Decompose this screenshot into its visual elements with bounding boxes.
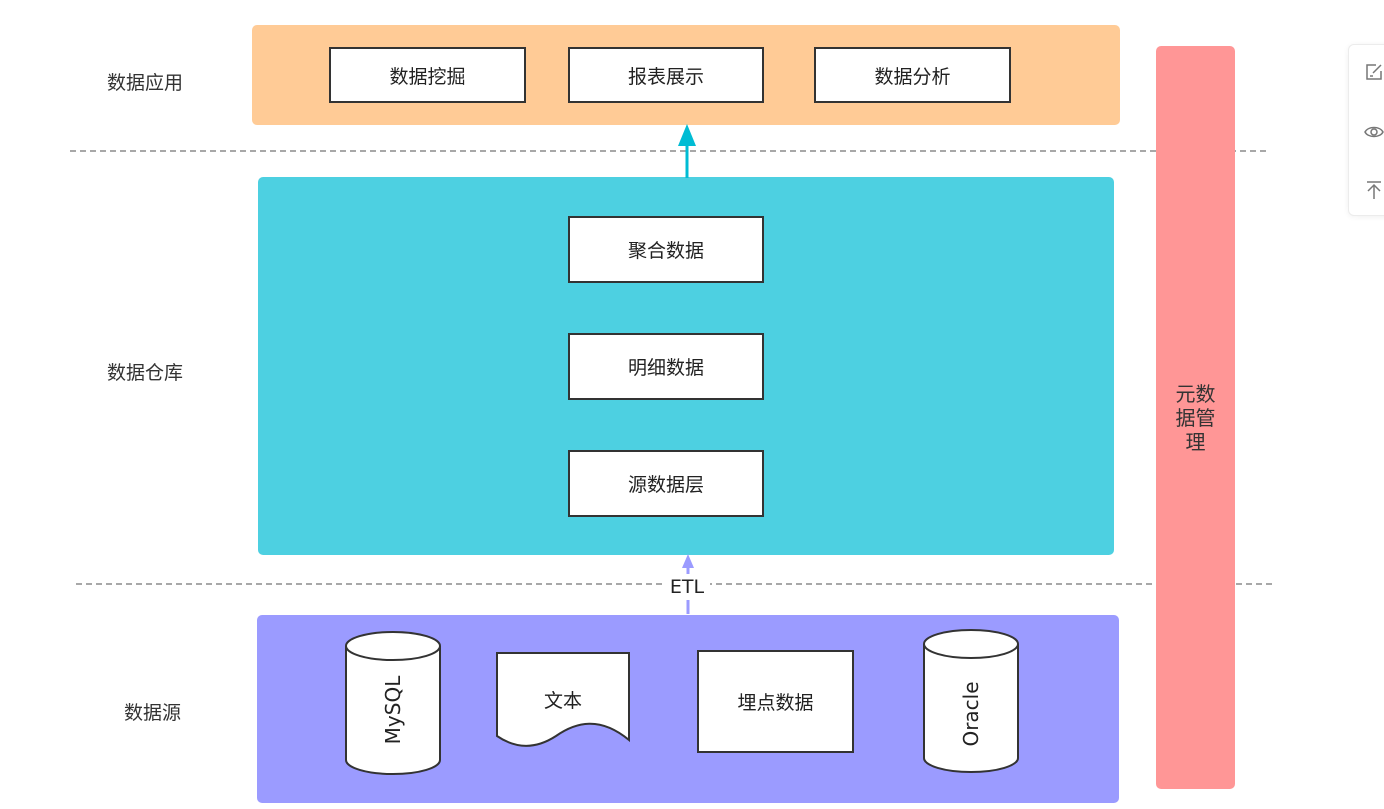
- box-aggregated-data: 聚合数据: [568, 216, 764, 283]
- box-report-display: 报表展示: [568, 47, 764, 103]
- mysql-label: MySQL: [381, 675, 405, 745]
- eye-icon[interactable]: [1363, 121, 1384, 143]
- etl-label: ETL: [664, 574, 710, 600]
- box-data-analysis: 数据分析: [814, 47, 1011, 103]
- box-tracking-data: 埋点数据: [697, 650, 854, 753]
- text-document-label: 文本: [543, 690, 582, 712]
- arrow-to-application: [678, 124, 696, 178]
- floating-toolbar: [1348, 44, 1384, 216]
- metadata-management-band: 元数据管理: [1156, 46, 1235, 789]
- label-data-application: 数据应用: [107, 72, 184, 94]
- oracle-label: Oracle: [959, 681, 983, 747]
- mysql-database-shape: MySQL: [344, 630, 442, 776]
- label-data-warehouse: 数据仓库: [107, 362, 184, 384]
- label-data-source: 数据源: [124, 702, 182, 724]
- metadata-management-label: 元数据管理: [1175, 381, 1216, 454]
- text-document-shape: 文本: [496, 652, 630, 750]
- back-to-top-icon[interactable]: [1363, 179, 1384, 201]
- separator-top: [70, 150, 1266, 152]
- edit-icon[interactable]: [1363, 61, 1384, 83]
- box-data-mining: 数据挖掘: [329, 47, 526, 103]
- box-source-data-layer: 源数据层: [568, 450, 764, 517]
- box-detail-data: 明细数据: [568, 333, 764, 400]
- oracle-database-shape: Oracle: [922, 628, 1020, 774]
